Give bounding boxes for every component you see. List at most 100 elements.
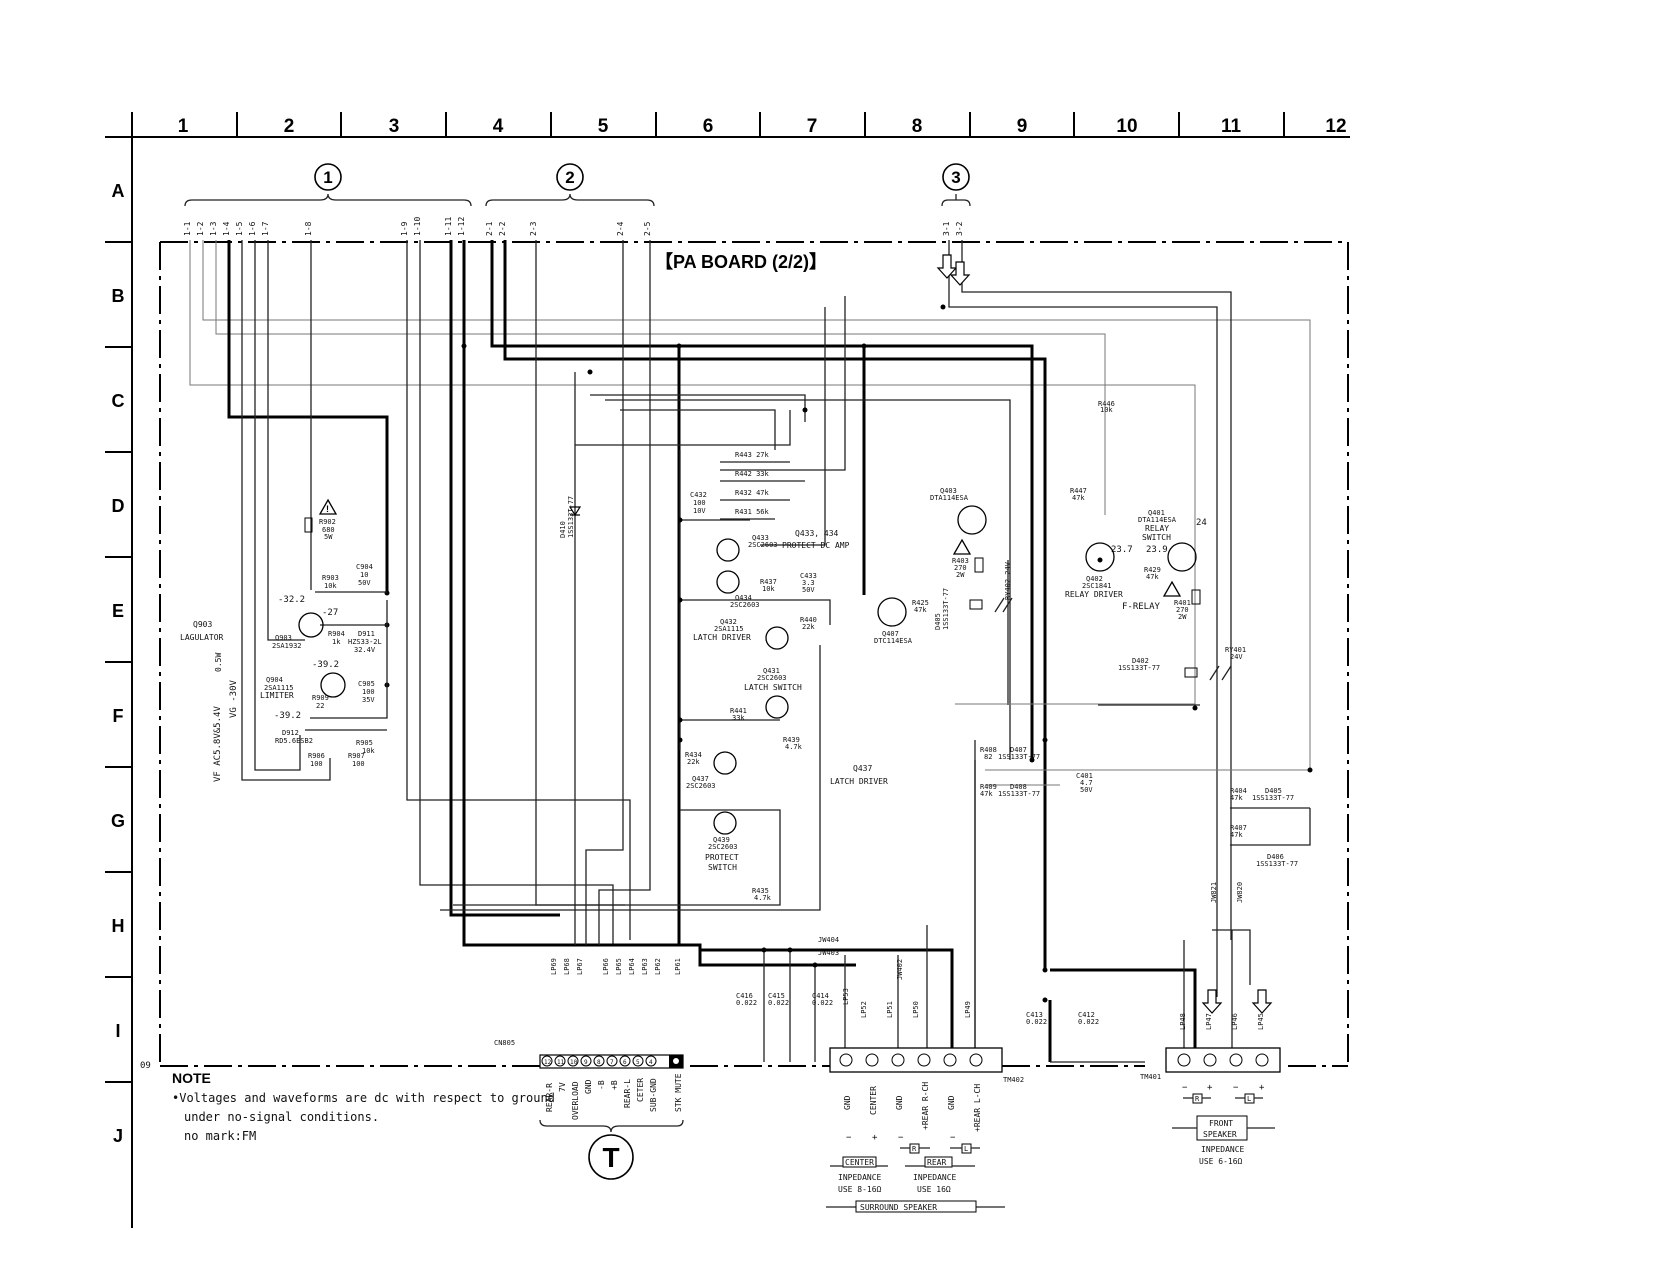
c412-ref: C412 xyxy=(1078,1011,1095,1019)
signal-arrows xyxy=(936,254,1273,1014)
lp-label: LP47 xyxy=(1205,1013,1213,1030)
d911-value: HZS33-2L xyxy=(348,638,382,646)
q402-value: 2SC1841 xyxy=(1082,582,1112,590)
q434-ref: Q434 xyxy=(735,594,752,602)
column-labels: 1 2 3 4 5 6 7 8 9 10 11 12 xyxy=(178,116,1347,137)
col-label: 11 xyxy=(1221,116,1242,137)
r432-label: R432 47k xyxy=(735,489,770,497)
q904-value: 2SA1115 xyxy=(264,684,294,692)
connector-label: 1-11 xyxy=(444,217,453,236)
bus-marker-3: 3 xyxy=(941,163,971,207)
d402-ref: D402 xyxy=(1132,657,1149,665)
minus-label: − xyxy=(1182,1083,1188,1093)
center-impedance-range: USE 8-16Ω xyxy=(838,1185,882,1194)
cn805-marker xyxy=(588,1134,634,1180)
d405-ref: D405 xyxy=(934,613,942,630)
cn805-marker-label: T xyxy=(602,1142,619,1173)
pin-number: 9 xyxy=(584,1059,588,1066)
q904-role: LIMITER xyxy=(260,691,294,700)
connector-label: 1-4 xyxy=(222,221,231,236)
row-label: D xyxy=(112,496,125,516)
lp-label: LP65 xyxy=(615,958,623,975)
cn805-pin-numbers: 12 11 10 9 8 7 6 5 4 xyxy=(544,1059,653,1066)
relay-driver-label: RELAY DRIVER xyxy=(1065,590,1123,599)
c413-ref: C413 xyxy=(1026,1011,1043,1019)
voltage-label: 23.9 xyxy=(1146,545,1168,555)
connector-label: 2-4 xyxy=(616,221,625,236)
c432-ref: C432 xyxy=(690,491,707,499)
row-labels: A B C D E F G H I J xyxy=(111,181,125,1146)
note-title: NOTE xyxy=(172,1070,211,1086)
regulator-title: Q903 xyxy=(193,620,212,629)
lp-label: LP68 xyxy=(563,958,571,975)
r404-ref: R404 xyxy=(1230,787,1247,795)
lp-label: LP53 xyxy=(842,988,850,1005)
jw820-label: JW820 xyxy=(1236,882,1244,903)
r443-label: R443 27k xyxy=(735,451,770,459)
r440-ref: R440 xyxy=(800,616,817,624)
q403-ref: Q403 xyxy=(940,487,957,495)
regulator-power-note: 0.5W xyxy=(214,653,223,672)
pin-number: 5 xyxy=(636,1059,640,1066)
r403-power: 2W xyxy=(956,571,965,579)
cn805-ref: CN805 xyxy=(494,1039,515,1047)
col-label: 5 xyxy=(598,116,609,137)
l-box-label: L xyxy=(964,1145,968,1153)
voltage-label: -27 xyxy=(322,608,338,618)
d911-extra: 32.4V xyxy=(354,646,376,654)
r441-ref: R441 xyxy=(730,707,747,715)
note-block: NOTE •Voltages and waveforms are dc with… xyxy=(172,1070,555,1143)
q407-value: DTC114ESA xyxy=(874,637,913,645)
lp-label: LP62 xyxy=(654,958,662,975)
cap-value: 0.022 xyxy=(736,999,757,1007)
cn805-pins xyxy=(541,1055,683,1068)
r409-value: 47k xyxy=(980,790,993,798)
q401-value: DTA114ESA xyxy=(1138,516,1177,524)
q432-value: 2SA1115 xyxy=(714,625,744,633)
q434-value: 2SC2603 xyxy=(730,601,760,609)
protect-section: R443 27k R442 33k R432 47k R431 56k C432… xyxy=(559,451,888,902)
down-arrow-icon xyxy=(1201,989,1223,1014)
col-label: 1 xyxy=(178,116,189,137)
connector-label: 2-2 xyxy=(498,221,507,236)
connector-label: 1-9 xyxy=(400,221,409,236)
row-label: J xyxy=(113,1126,123,1146)
r903-value: 10k xyxy=(324,582,337,590)
front-impedance-range: USE 6-16Ω xyxy=(1199,1157,1243,1166)
page-label: 09 xyxy=(140,1061,151,1071)
pin-number: 8 xyxy=(597,1059,601,1066)
rear-impedance-range: USE 16Ω xyxy=(917,1185,951,1194)
connector-label: 2-5 xyxy=(643,221,652,236)
pin-name: SUB-GND xyxy=(649,1078,658,1112)
row-label: E xyxy=(112,601,124,621)
regulator-vf-note: VF AC5.8V&5.4V xyxy=(213,706,223,782)
connector-label: 1-5 xyxy=(235,221,244,236)
front-label: FRONT xyxy=(1209,1119,1233,1128)
pin-name: 7V xyxy=(558,1082,567,1092)
surround-speaker-box xyxy=(855,1200,977,1213)
r437-value: 10k xyxy=(762,585,775,593)
bus-1-connectors: 1-1 1-2 1-3 1-4 1-5 1-6 1-7 1-8 1-9 1-10… xyxy=(183,217,466,236)
q402-ref: Q402 xyxy=(1086,575,1103,583)
plus-label: + xyxy=(872,1133,878,1143)
q433-ref: Q433 xyxy=(752,534,769,542)
q437-driver: LATCH DRIVER xyxy=(830,777,888,786)
row-label: C xyxy=(112,391,125,411)
r903-ref: R903 xyxy=(322,574,339,582)
cap-value: 0.022 xyxy=(768,999,789,1007)
terminal-name: GND xyxy=(895,1095,904,1110)
wiring xyxy=(189,240,1311,1063)
r425-ref: R425 xyxy=(912,599,929,607)
c401-value: 4.7 xyxy=(1080,779,1093,787)
r907-value: 100 xyxy=(352,760,365,768)
connector-label: 1-2 xyxy=(196,221,205,236)
connector-label: 3-1 xyxy=(942,221,951,236)
terminal-tm402: C416 0.022 C415 0.022 C414 0.022 LP53 LP… xyxy=(736,936,1024,1213)
q431-value: 2SC2603 xyxy=(757,674,787,682)
tm402-caps: C416 0.022 C415 0.022 C414 0.022 xyxy=(736,992,833,1007)
pin-number: 4 xyxy=(649,1059,653,1066)
tm401-ref: TM401 xyxy=(1140,1073,1161,1081)
voltage-label: -32.2 xyxy=(278,595,305,605)
warning-icon xyxy=(952,538,972,555)
